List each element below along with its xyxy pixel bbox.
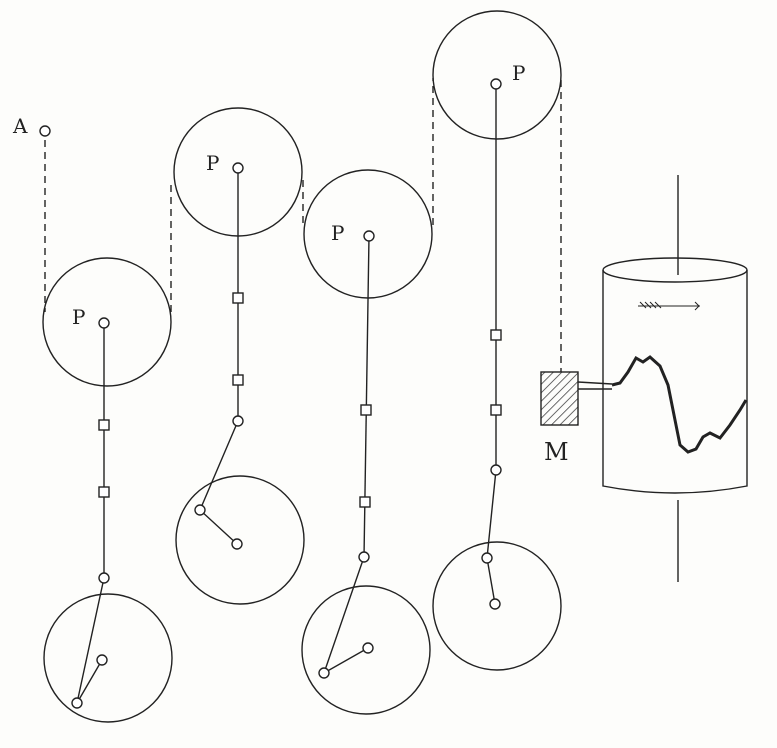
- label-pulley-2: P: [206, 151, 219, 175]
- pendulum-unit-4: [432, 10, 562, 671]
- label-pulley-3: P: [331, 221, 344, 245]
- pivot: [490, 78, 502, 90]
- weight-block: [360, 404, 372, 416]
- weight-block: [232, 292, 244, 304]
- label-pulley-1: P: [72, 305, 85, 329]
- linkage-arm: [322, 556, 369, 675]
- label-recorder: M: [544, 438, 569, 466]
- recording-drum: [602, 175, 748, 582]
- anchor-point: [39, 125, 51, 137]
- weight-block: [232, 374, 244, 386]
- pendulum-unit-2: [173, 107, 305, 605]
- pendulum-unit-3: [301, 169, 433, 715]
- rotation-arrow-icon: [638, 301, 700, 311]
- linkage-arm: [199, 420, 239, 545]
- pulley-wheel: [42, 257, 172, 387]
- lower-wheel: [43, 593, 173, 723]
- label-anchor: A: [12, 114, 28, 138]
- weight-block: [359, 496, 371, 508]
- weight-block: [490, 404, 502, 416]
- recorder-block: [540, 371, 579, 426]
- lower-wheel: [175, 475, 305, 605]
- weight-block: [490, 329, 502, 341]
- cord-dashed: [44, 78, 562, 372]
- pivot: [232, 162, 244, 174]
- lower-wheel: [301, 585, 431, 715]
- pendulum-unit-1: [42, 257, 173, 723]
- recorded-trace: [611, 355, 748, 454]
- pivot: [363, 230, 375, 242]
- weight-block: [98, 419, 110, 431]
- pivot: [98, 317, 110, 329]
- linkage-arm: [486, 469, 497, 605]
- pulley-wheel: [432, 10, 562, 140]
- label-pulley-4: P: [512, 61, 525, 85]
- lower-wheel: [432, 541, 562, 671]
- recorder-stylus: [577, 381, 613, 390]
- weight-block: [98, 486, 110, 498]
